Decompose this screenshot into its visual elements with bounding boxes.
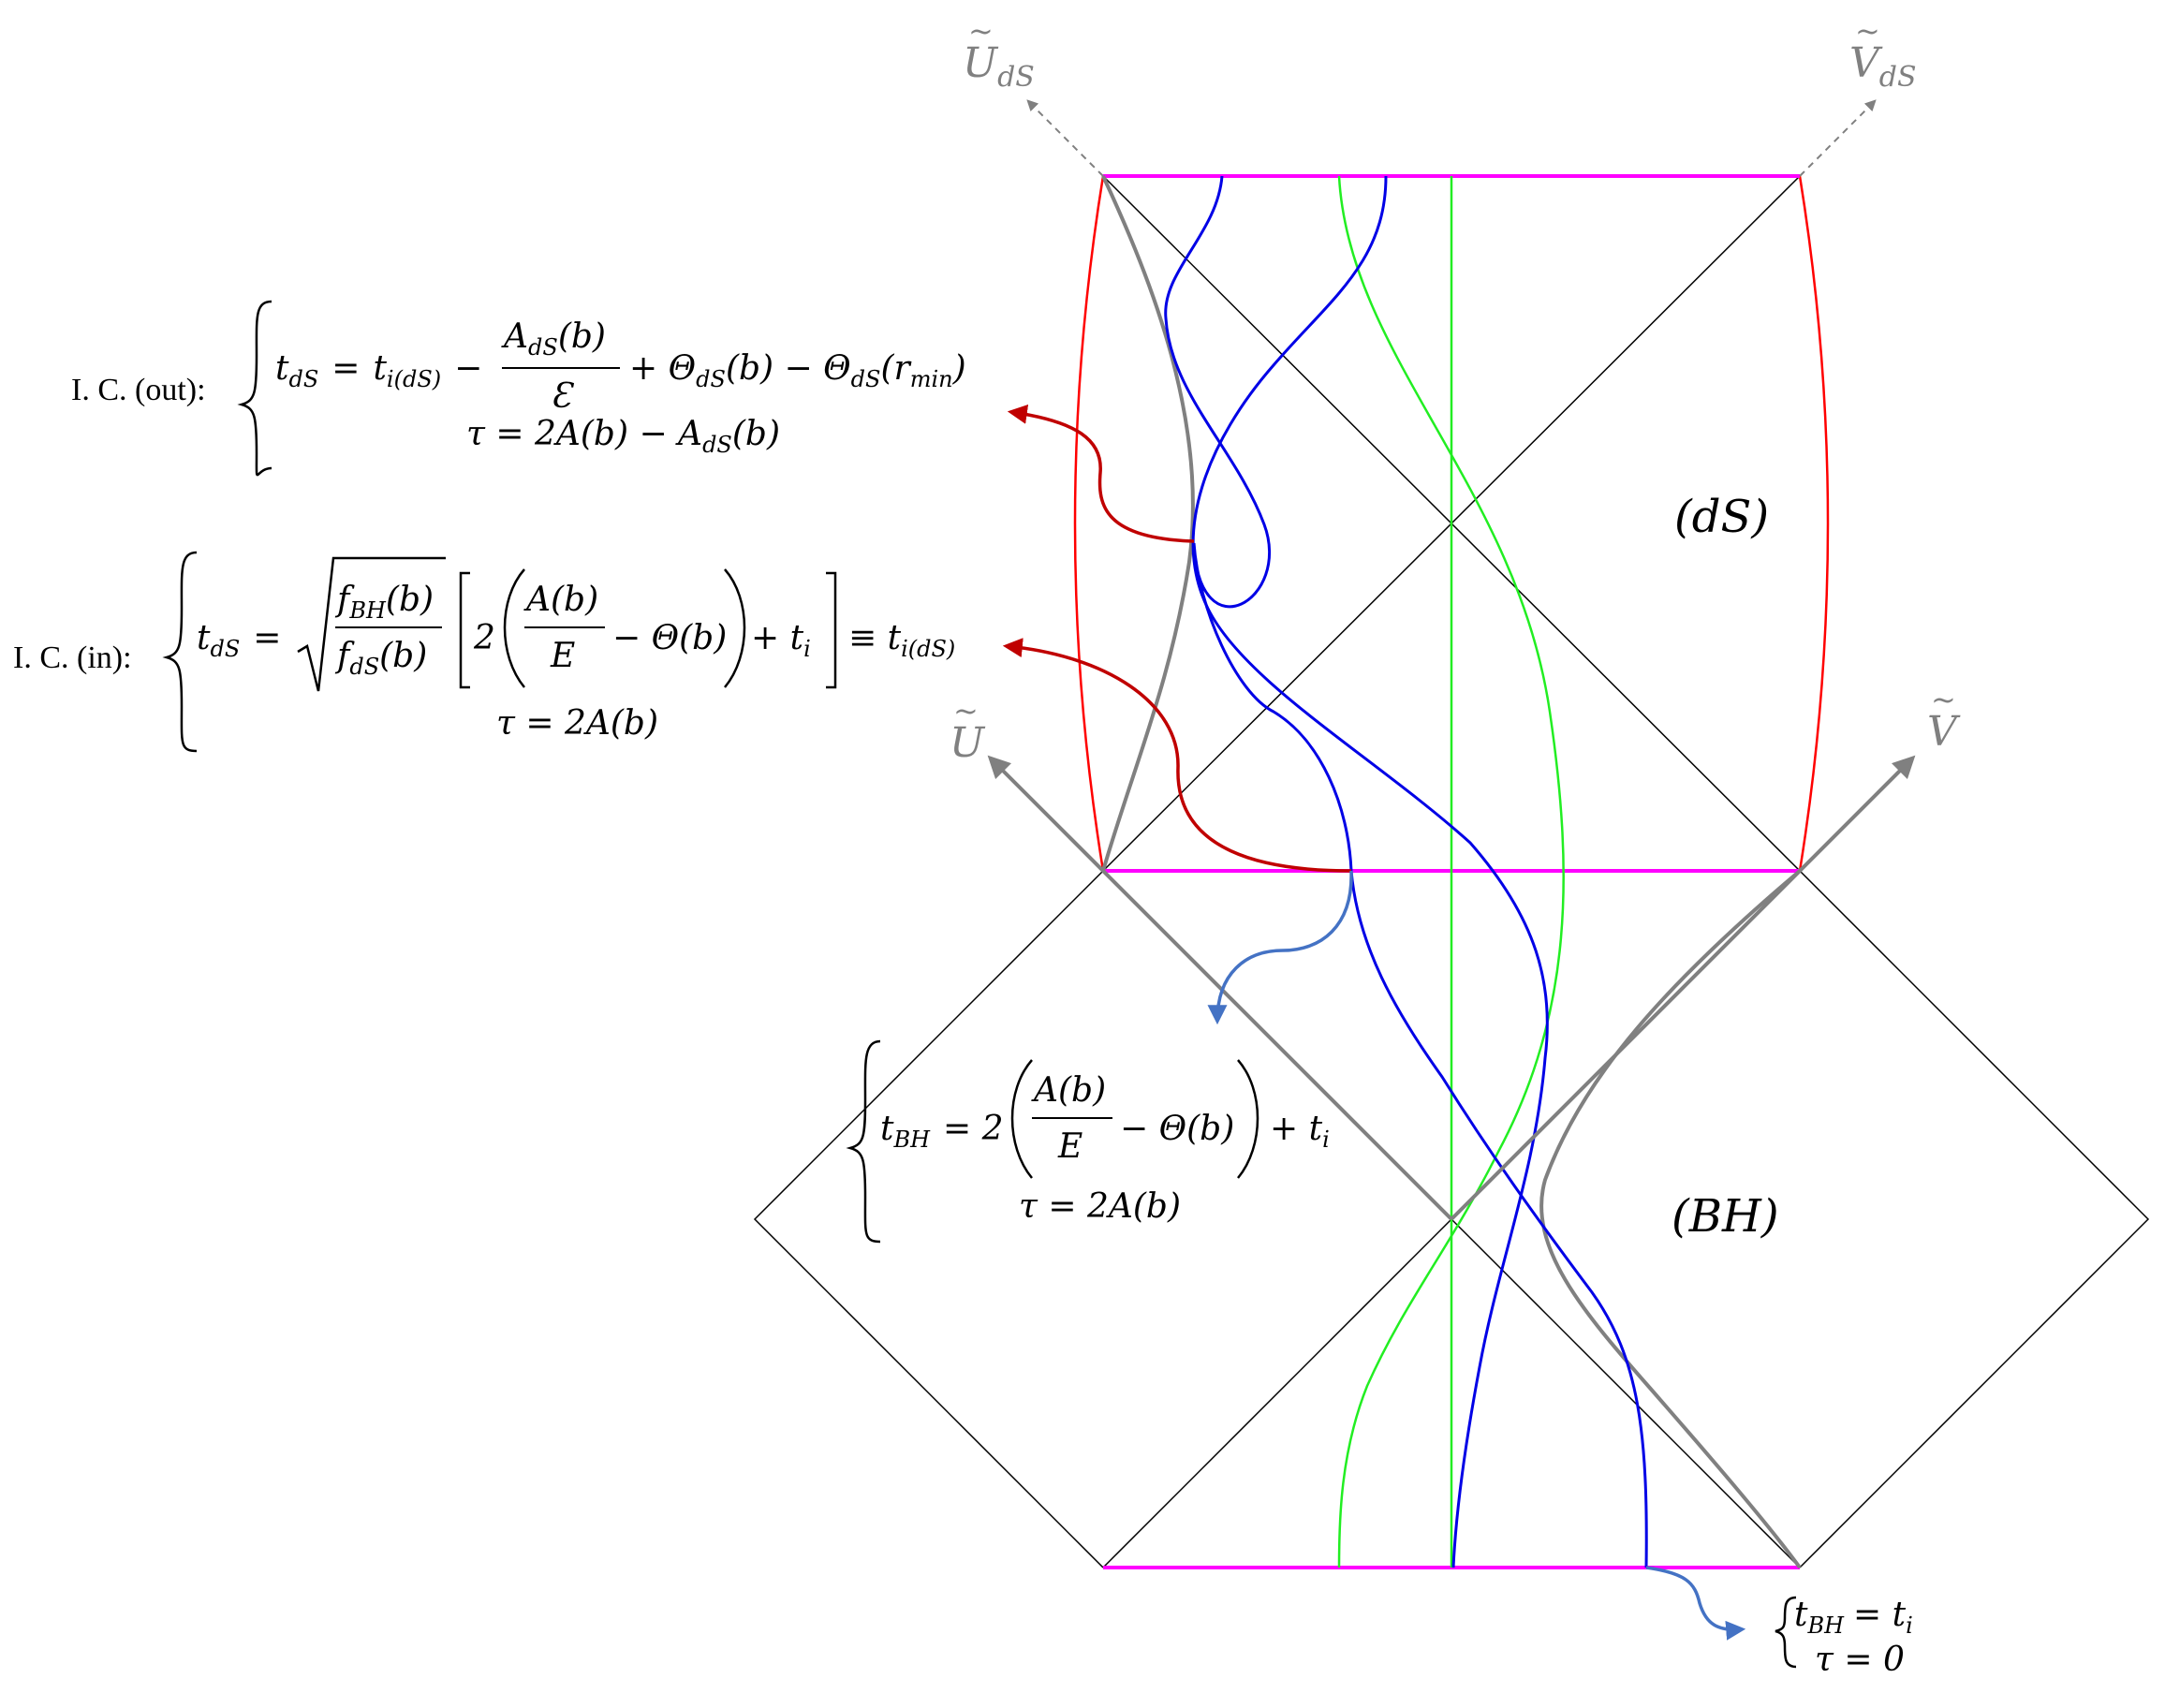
ic-in-frac-den: fdS(b) bbox=[334, 637, 427, 680]
ds-boundaries bbox=[1073, 175, 1830, 872]
ic-in-bracket-left bbox=[459, 571, 470, 689]
initial-line1: tBH= ti bbox=[1794, 1596, 1913, 1639]
ic-in-bracket-right bbox=[826, 571, 837, 689]
bh-inner-rest: − Θ(b) bbox=[1120, 1110, 1234, 1148]
annotation-arrows bbox=[1002, 404, 1746, 1641]
green-geodesics bbox=[1337, 175, 1565, 1568]
bh-plus-t: + ti bbox=[1270, 1110, 1330, 1153]
blue-arrow-initial bbox=[1645, 1566, 1746, 1641]
ic-in-inner-rest: − Θ(b) bbox=[612, 619, 727, 657]
axis-tilde-u-ds: ~ bbox=[968, 13, 994, 49]
blue-geodesic-2 bbox=[1191, 175, 1549, 1568]
ic-in-inner-den: E bbox=[550, 637, 575, 675]
region-label-bh: (BH) bbox=[1672, 1190, 1779, 1243]
ic-out-brace bbox=[237, 300, 272, 477]
ic-out-frac-num: AdS(b) bbox=[501, 317, 606, 361]
ic-in-line2: τ = 2A(b) bbox=[496, 704, 658, 743]
initial-brace bbox=[1775, 1596, 1797, 1669]
axis-v bbox=[1450, 755, 1916, 1221]
axis-tilde-v: ~ bbox=[1931, 682, 1956, 717]
region-label-ds: (dS) bbox=[1674, 491, 1769, 543]
ic-out-label: I. C. (out): bbox=[71, 373, 206, 407]
ic-out-equation: I. C. (out): tdS=ti(dS)− AdS(b) Ɛ + ΘdS(… bbox=[71, 300, 966, 477]
ic-in-label: I. C. (in): bbox=[13, 640, 132, 675]
red-arrow-out bbox=[1007, 404, 1195, 543]
ic-in-sqrt bbox=[297, 556, 446, 692]
blue-geodesic-1 bbox=[1164, 175, 1648, 1568]
bh-inner-num: A(b) bbox=[1031, 1071, 1106, 1110]
bh-brace bbox=[846, 1039, 881, 1244]
ds-right-boundary bbox=[1798, 175, 1830, 872]
gray-curves bbox=[1101, 175, 1802, 1569]
ds-left-boundary bbox=[1073, 175, 1105, 872]
gray-bh-curve bbox=[1539, 869, 1802, 1569]
bh-left-diamond bbox=[753, 870, 1104, 1568]
ic-in-frac-num: fBH(b) bbox=[334, 581, 434, 624]
ic-in-lhs: tdS= bbox=[197, 619, 281, 662]
bh-right-diamond bbox=[1799, 870, 2150, 1568]
axis-label-v-ds: VdS bbox=[1849, 39, 1917, 94]
axis-v-ds bbox=[1799, 99, 1877, 177]
ic-in-equiv: ≡ ti(dS) bbox=[848, 619, 955, 662]
axis-tilde-v-ds: ~ bbox=[1855, 13, 1880, 49]
ic-out-line1-right: + ΘdS(b) − ΘdS(rmin) bbox=[629, 349, 966, 392]
blue-geodesics bbox=[1164, 175, 1648, 1568]
bh-line2: τ = 2A(b) bbox=[1019, 1187, 1181, 1226]
axis-label-u: U bbox=[950, 719, 986, 767]
ic-in-plus-t: + ti bbox=[751, 619, 811, 662]
ic-in-brace bbox=[162, 551, 198, 753]
axis-tilde-u: ~ bbox=[953, 693, 979, 729]
ic-in-paren-left bbox=[503, 568, 525, 688]
gray-ds-curve bbox=[1101, 175, 1195, 872]
initial-line2: τ = 0 bbox=[1815, 1641, 1905, 1679]
bh-paren-right bbox=[1237, 1059, 1259, 1179]
bh-lhs: tBH= 2 bbox=[880, 1110, 1004, 1153]
green-wavy-geodesic bbox=[1337, 175, 1565, 1568]
ic-out-line1-left: tdS=ti(dS)− bbox=[275, 349, 482, 392]
ic-in-two: 2 bbox=[473, 619, 495, 657]
red-arrow-in bbox=[1002, 638, 1352, 873]
ic-in-paren-right bbox=[724, 568, 746, 688]
ic-in-inner-num: A(b) bbox=[523, 581, 598, 619]
axis-u-ds bbox=[1026, 99, 1104, 177]
blue-arrow-bh bbox=[1207, 870, 1353, 1025]
ic-out-line2: τ = 2A(b) − AdS(b) bbox=[466, 415, 780, 458]
bh-paren-left bbox=[1010, 1059, 1033, 1179]
axis-label-v: V bbox=[1927, 708, 1961, 756]
axis-labels: UdS ~ VdS ~ U ~ V ~ bbox=[950, 13, 1961, 767]
initial-condition: tBH= ti τ = 0 bbox=[1775, 1596, 1913, 1679]
ic-out-frac-den: Ɛ bbox=[551, 377, 575, 416]
axis-label-u-ds: UdS bbox=[963, 39, 1035, 94]
bh-inner-den: E bbox=[1057, 1127, 1082, 1166]
ic-in-equation: I. C. (in): tdS= fBH(b) fdS(b) 2 A(b) E … bbox=[13, 551, 955, 753]
bh-equation: tBH= 2 A(b) E − Θ(b) + ti τ = 2A(b) bbox=[846, 1039, 1330, 1244]
